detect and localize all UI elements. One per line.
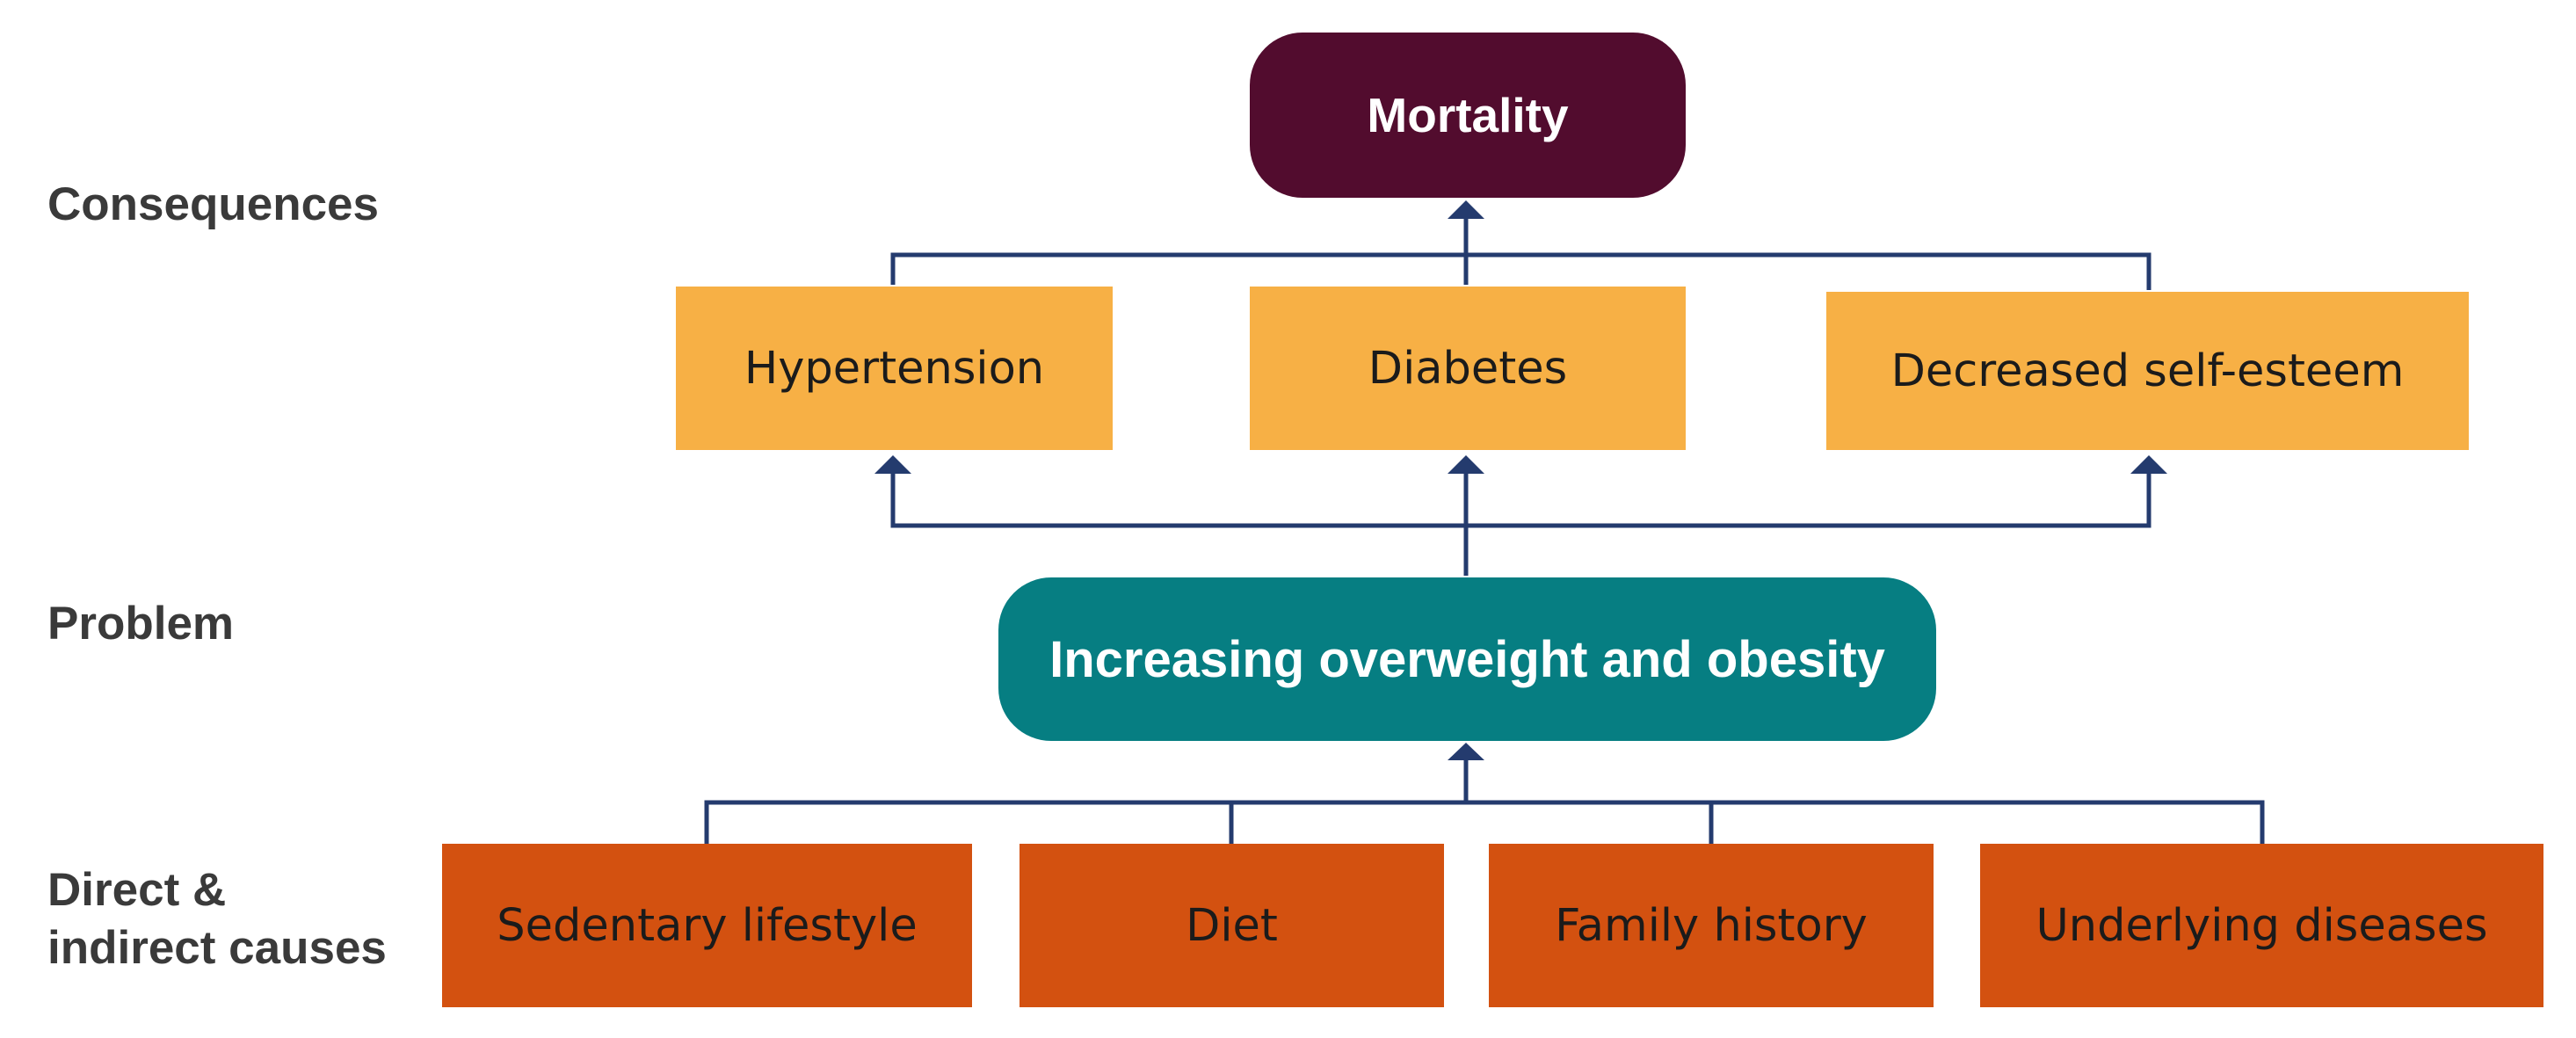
arrowhead-to-hypertension	[874, 455, 911, 474]
diabetes-box: Diabetes	[1250, 287, 1686, 450]
hypertension-box: Hypertension	[676, 287, 1113, 450]
cause-diet: Diet	[1020, 844, 1444, 1007]
arrowhead-to-mortality	[1448, 200, 1484, 219]
connector-mortality-bus	[890, 252, 2152, 290]
row-label-consequences: Consequences	[47, 178, 380, 230]
row-label-problem: Problem	[47, 598, 235, 650]
decreased-self-esteem-box: Decreased self-esteem	[1826, 292, 2469, 450]
arrowhead-to-diabetes	[1448, 455, 1484, 474]
row-label-causes: Direct & indirect causes	[47, 864, 387, 974]
arrowhead-to-self-esteem	[2130, 455, 2167, 474]
problem-node: Increasing overweight and obesity	[998, 577, 1936, 741]
cause-underlying-diseases: Underlying diseases	[1980, 844, 2543, 1007]
connector-consequences-bus	[890, 472, 2152, 528]
mortality-node: Mortality	[1250, 33, 1686, 198]
cause-sedentary-lifestyle: Sedentary lifestyle	[442, 844, 972, 1007]
connector-causes-bus	[704, 800, 2265, 844]
cause-family-history: Family history	[1489, 844, 1934, 1007]
arrowhead-to-problem	[1448, 743, 1484, 760]
